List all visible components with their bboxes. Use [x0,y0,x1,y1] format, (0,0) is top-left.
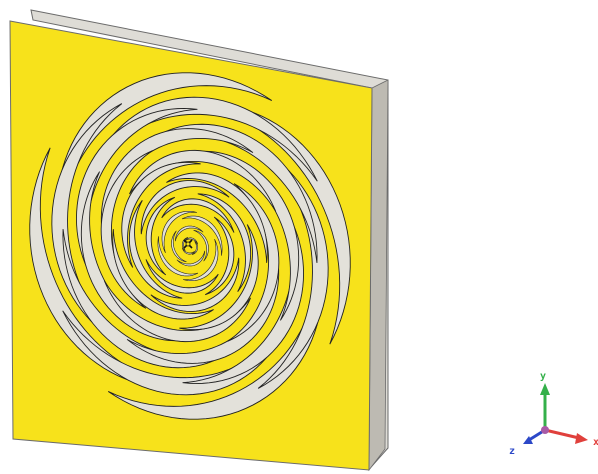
spiral-slot [56,72,273,237]
z-axis-label: z [509,446,515,457]
spiral-slot [161,198,235,233]
y-axis-arrowhead-icon [540,383,550,395]
spiral-slot [121,161,201,268]
x-axis-label: x [593,437,598,448]
spiral-slot [175,225,204,242]
spiral-slot [189,103,351,345]
spiral-slot [145,259,219,294]
y-axis-label: y [540,371,546,382]
spiral-slot [176,250,205,267]
spiral-slot [171,230,187,262]
spiral-slot [29,147,191,389]
axis-triad: y z x [509,371,598,457]
spiral-slot [191,241,198,255]
spiral-slot [112,229,214,320]
spiral-slot [161,210,197,253]
z-axis-arrowhead-icon [523,436,533,444]
x-axis-arrowhead-icon [575,433,588,444]
spiral-slot [197,193,252,292]
spiral-slot [193,230,209,262]
spiral-slot [179,224,259,331]
feed-point-icon[interactable] [183,239,193,249]
spiral-slot [166,172,268,263]
x-axis-arrow [544,428,580,440]
spiral-slot [107,255,324,420]
spiral-slot [204,216,235,296]
spiral-slot [181,247,195,255]
spiral-slot [140,180,230,235]
spiral-slot [185,237,199,245]
spiral-slot [150,257,240,312]
spiral-slot [51,103,130,349]
axis-origin [541,426,549,434]
spiral-slot [183,239,219,282]
spiral-slot [157,236,199,277]
spiral-slot [128,200,183,299]
spiral-slot-antenna[interactable] [29,62,351,431]
spiral-slot [145,196,176,276]
spiral-slot [250,143,329,389]
spiral-slot [181,215,223,256]
